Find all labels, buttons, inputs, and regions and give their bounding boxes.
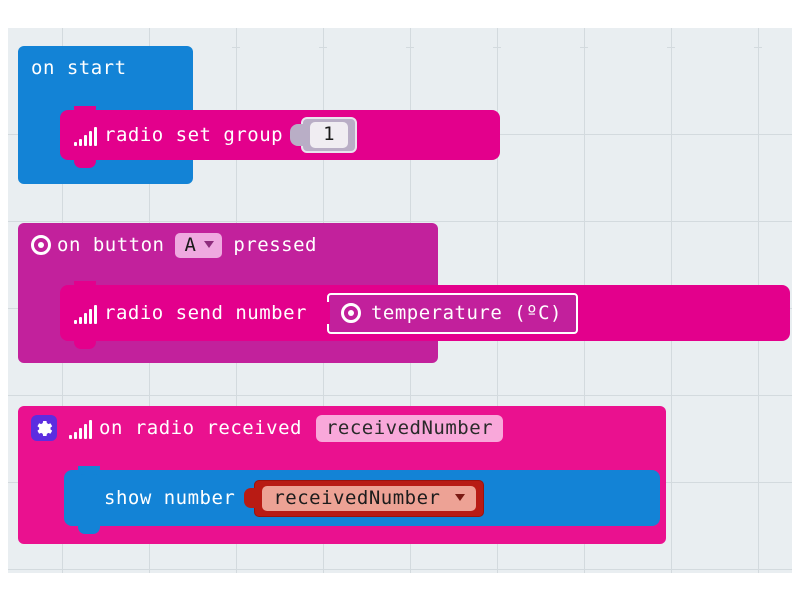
block-variable-received-number[interactable]: receivedNumber — [244, 479, 484, 517]
block-stack-on-button-pressed[interactable]: on button A pressed radio send number te… — [18, 223, 790, 363]
radio-set-group-label: radio set group — [104, 124, 284, 146]
radio-signal-icon — [72, 302, 98, 324]
on-button-label-row: on button A pressed — [18, 223, 438, 267]
variable-received-number-field[interactable]: receivedNumber — [262, 485, 476, 511]
radio-signal-icon — [67, 417, 93, 439]
on-button-label-after: pressed — [233, 234, 317, 256]
led-grid-icon — [76, 487, 98, 509]
chevron-down-icon — [454, 494, 465, 501]
block-stack-on-radio-received[interactable]: on radio received receivedNumber show nu… — [18, 406, 666, 544]
block-temperature-sensor[interactable]: temperature (ºC) — [316, 292, 578, 334]
received-number-parameter[interactable]: receivedNumber — [315, 414, 504, 442]
blocks-workspace[interactable]: on start radio set group 1 on button A — [8, 28, 792, 573]
on-start-foot — [18, 162, 193, 184]
radio-group-number-input[interactable]: 1 — [310, 122, 349, 148]
button-ring-icon — [31, 235, 51, 255]
gear-icon[interactable] — [31, 415, 57, 441]
block-radio-set-group[interactable]: radio set group 1 — [60, 106, 500, 168]
on-start-label: on start — [31, 57, 127, 79]
on-button-label-before: on button — [57, 234, 165, 256]
radio-group-number-reporter[interactable]: 1 — [290, 117, 358, 153]
block-radio-send-number[interactable]: radio send number temperature (ºC) — [60, 281, 790, 349]
variable-received-number-value: receivedNumber — [273, 486, 441, 509]
chevron-down-icon — [204, 241, 215, 248]
show-number-label: show number — [104, 487, 236, 509]
on-radio-received-label: on radio received — [99, 417, 302, 439]
radio-send-number-label: radio send number — [104, 302, 307, 324]
block-stack-on-start[interactable]: on start radio set group 1 — [18, 46, 500, 184]
button-select-value: A — [184, 233, 197, 256]
sensor-ring-icon — [340, 302, 361, 323]
temperature-label: temperature (ºC) — [370, 301, 562, 324]
radio-signal-icon — [72, 124, 98, 146]
button-select-dropdown[interactable]: A — [175, 232, 223, 258]
on-radio-label-row: on radio received receivedNumber — [18, 406, 666, 450]
block-show-number[interactable]: show number receivedNumber — [64, 466, 660, 534]
